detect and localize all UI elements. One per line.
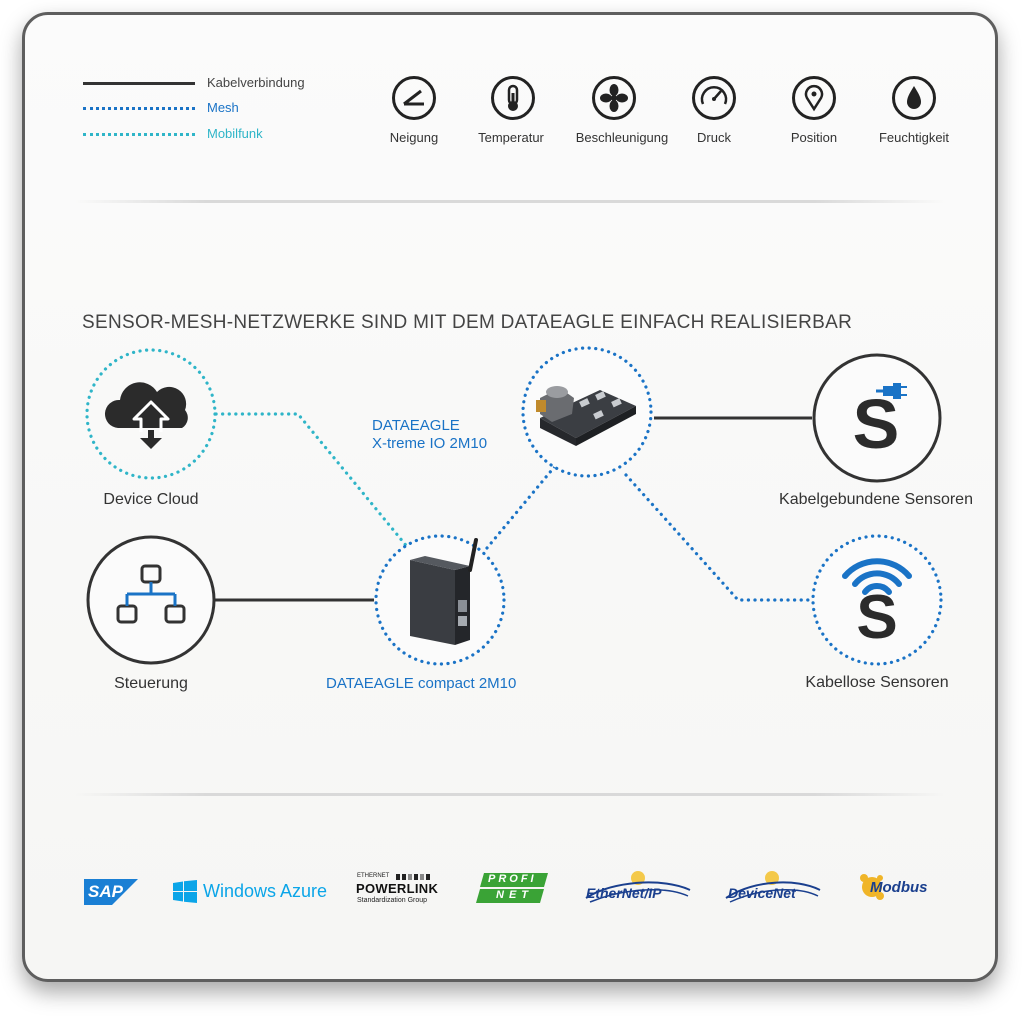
angle-icon [392, 76, 436, 120]
azure-logo-text: Windows Azure [203, 881, 328, 901]
sensor-label-temperatur: Temperatur [478, 130, 544, 145]
legend-label-cable: Kabelverbindung [207, 75, 305, 90]
legend-line-mobile [83, 133, 195, 136]
modbus-logo: Modbus [858, 872, 954, 906]
compact-device-image [410, 538, 478, 645]
legend-line-mesh [83, 107, 195, 110]
steuerung-node [86, 535, 216, 665]
mesh-link-xtreme-wireless [624, 473, 814, 602]
divider-bottom [75, 793, 945, 796]
modbus-emblem [860, 874, 884, 900]
wired-sensor-label: Kabelgebundene Sensoren [779, 491, 973, 508]
wireless-sensor-label: Kabellose Sensoren [805, 674, 949, 691]
sensor-label-druck: Druck [697, 130, 731, 145]
gauge-icon [692, 76, 736, 120]
sensor-label-beschleunigung: Beschleunigung [575, 130, 669, 145]
diagram-frame [22, 12, 998, 982]
legend-label-mobile: Mobilfunk [207, 126, 263, 141]
drop-icon [892, 76, 936, 120]
cloud-upload-icon [104, 382, 188, 449]
devicenet-logo: DeviceNet [724, 868, 824, 908]
devicenet-swoosh [725, 871, 821, 903]
legend-line-cable [83, 82, 195, 85]
wired-sensor-node [812, 353, 942, 483]
legend-label-mesh: Mesh [207, 100, 239, 115]
modbus-text: Modbus [870, 879, 928, 896]
devicenet-text: DeviceNet [728, 885, 796, 901]
sap-logo-text: SAP [88, 882, 123, 901]
device-cloud-node [85, 348, 217, 480]
powerlink-sub-text: Standardization Group [357, 897, 428, 904]
sensor-label-neigung: Neigung [389, 130, 439, 145]
xtreme-label-line2: X-treme IO 2M10 [372, 435, 488, 452]
profinet-text-2: NET [496, 889, 533, 901]
profinet-logo: PROFI NET [474, 873, 554, 905]
profinet-shape [476, 873, 548, 903]
location-pin-icon [792, 76, 836, 120]
sensor-label-feuchtigkeit: Feuchtigkeit [878, 130, 950, 145]
powerlink-logo: ETHERNET POWERLINK Standardization Group [356, 873, 440, 907]
steuerung-label: Steuerung [114, 675, 188, 692]
powerlink-top-text: ETHERNET [357, 873, 390, 879]
fan-icon [592, 76, 636, 120]
headline: SENSOR-MESH-NETZWERKE SIND MIT DEM DATAE… [82, 312, 853, 333]
ethernetip-text: EtherNet/IP [586, 885, 662, 901]
device-cloud-label: Device Cloud [103, 491, 199, 508]
mobile-link-cloud-compact [214, 412, 420, 562]
wireless-sensor-node [811, 534, 943, 666]
compact-label: DATAEAGLE compact 2M10 [326, 675, 517, 692]
xtreme-label-line1: DATAEAGLE [372, 417, 460, 434]
wired-sensor-letter: S [853, 385, 900, 463]
divider-top [75, 200, 945, 203]
ethernetip-logo: EtherNet/IP [584, 868, 694, 908]
plug-icon [876, 383, 907, 399]
profinet-text-1: PROFI [488, 873, 537, 885]
thermometer-icon [491, 76, 535, 120]
xtreme-device-image [536, 386, 636, 446]
mesh-link-compact-xtreme [485, 463, 558, 550]
wireless-signal-icon [842, 558, 912, 595]
hierarchy-icon [116, 564, 186, 624]
sap-logo: SAP [84, 879, 138, 905]
wireless-sensor-letter: S [856, 583, 897, 652]
azure-logo: Windows Azure [173, 879, 333, 905]
windows-icon [173, 880, 197, 903]
ethernetip-swoosh [585, 871, 691, 903]
powerlink-stripes [396, 874, 430, 880]
sensor-label-position: Position [790, 130, 838, 145]
powerlink-main-text: POWERLINK [356, 881, 439, 896]
